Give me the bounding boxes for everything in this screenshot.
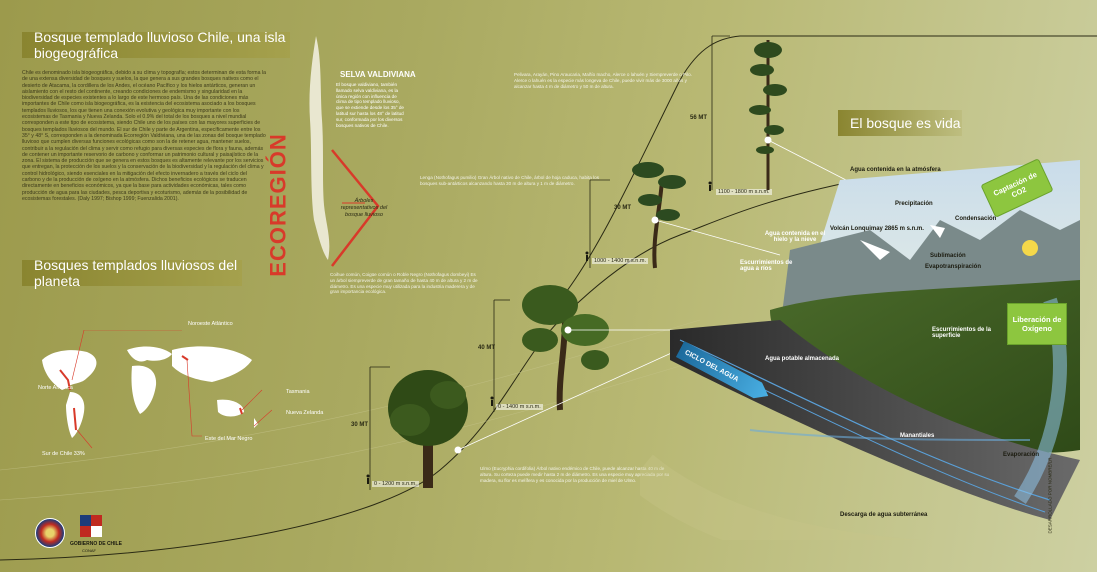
label-hielo: Agua contenida en el hielo y la nieve — [764, 231, 826, 243]
world-label-sur-chile: Sur de Chile 33% — [42, 451, 85, 457]
altitude-4: 0 - 1200 m s.n.m. — [372, 481, 419, 487]
tree-text-1: Pelivara, Arayán, Pino Araucaria, Mañío … — [514, 72, 692, 89]
right-title-banner: El bosque es vida — [838, 110, 962, 136]
vertical-credit-wrap: DESARROLLADO POR NOMBRE/LR — [1040, 455, 1060, 535]
label-evaporacion: Evaporación — [1003, 452, 1040, 458]
vertical-credit: DESARROLLADO POR NOMBRE/LR — [1047, 456, 1053, 534]
world-label-tasmania: Tasmania — [286, 389, 310, 395]
tree-text-3: Coihue común, Coigüe común o Roble Negro… — [330, 272, 478, 295]
left-title: Bosque templado lluvioso Chile, una isla… — [34, 29, 286, 61]
selva-text: El bosque valdiviano, también llamado se… — [336, 82, 404, 128]
left-title-banner: Bosque templado lluvioso Chile, una isla… — [22, 29, 290, 61]
tree-text-2: Lenga (Nothofagus pumilio) Gran Árbol na… — [420, 175, 600, 186]
world-label-mar-negro: Este del Mar Negro — [205, 436, 253, 442]
altitude-3: 0 - 1400 m s.n.m. — [496, 404, 543, 410]
tree-text-4: Ulmo (Eucryphia cordifolia) Árbol nativo… — [480, 466, 670, 483]
gobierno-logo — [80, 515, 102, 537]
tree-lenga — [632, 162, 686, 269]
world-label-norteamerica: Norte América — [38, 385, 73, 391]
height-30b: 30 MT — [351, 422, 369, 428]
liberacion-oxigeno: Liberación de Oxígeno — [1007, 303, 1067, 345]
label-volcan: Volcán Lonquimay 2865 m s.n.m. — [830, 226, 924, 232]
height-40: 40 MT — [478, 345, 496, 351]
chile-map — [309, 36, 330, 260]
height-30a: 30 MT — [614, 205, 632, 211]
altitude-1: 1100 - 1800 m s.n.m. — [716, 189, 772, 195]
right-title: El bosque es vida — [850, 115, 961, 131]
label-condensacion: Condensación — [955, 216, 997, 222]
label-agua-atmosfera: Agua contenida en la atmósfera — [850, 167, 941, 173]
label-descarga: Descarga de agua subterránea — [840, 512, 928, 518]
world-label-noroeste: Noroeste Atlántico — [188, 321, 233, 327]
world-label-nueva-zelanda: Nueva Zelanda — [286, 410, 324, 416]
left-paragraph: Chile es denominado isla biogeográfica, … — [22, 70, 266, 202]
tree-alerce — [749, 40, 787, 190]
label-agua-potable: Agua potable almacenada — [765, 356, 840, 362]
human-figures — [366, 181, 712, 484]
gobierno-sub: CONAF — [82, 548, 96, 553]
label-precipitacion: Precipitación — [895, 201, 933, 207]
altitude-2: 1000 - 1400 m s.n.m. — [592, 258, 648, 264]
trees-label: Árboles representativos del bosque lluvi… — [340, 198, 388, 218]
conaf-logo — [35, 518, 65, 548]
label-evapotranspiracion: Evapotranspiración — [925, 264, 982, 270]
label-sublimacion: Sublimación — [930, 253, 966, 259]
height-56: 56 MT — [690, 115, 708, 121]
world-title-banner: Bosques templados lluviosos del planeta — [22, 257, 242, 289]
tree-coihue — [522, 285, 609, 411]
label-escurrimientos-superficie: Escurrimientos de la superficie — [932, 327, 992, 339]
world-map — [42, 330, 272, 449]
gobierno-text: GOBIERNO DE CHILE — [70, 541, 122, 547]
label-escurrimientos-rios: Escurrimientos de agua a ríos — [740, 260, 793, 272]
selva-title: SELVA VALDIVIANA — [340, 70, 416, 79]
label-manantiales: Manantiales — [900, 433, 935, 439]
ecoregion-chevron — [331, 149, 380, 267]
world-title: Bosques templados lluviosos del planeta — [34, 257, 238, 289]
tree-ulmo — [388, 370, 468, 488]
